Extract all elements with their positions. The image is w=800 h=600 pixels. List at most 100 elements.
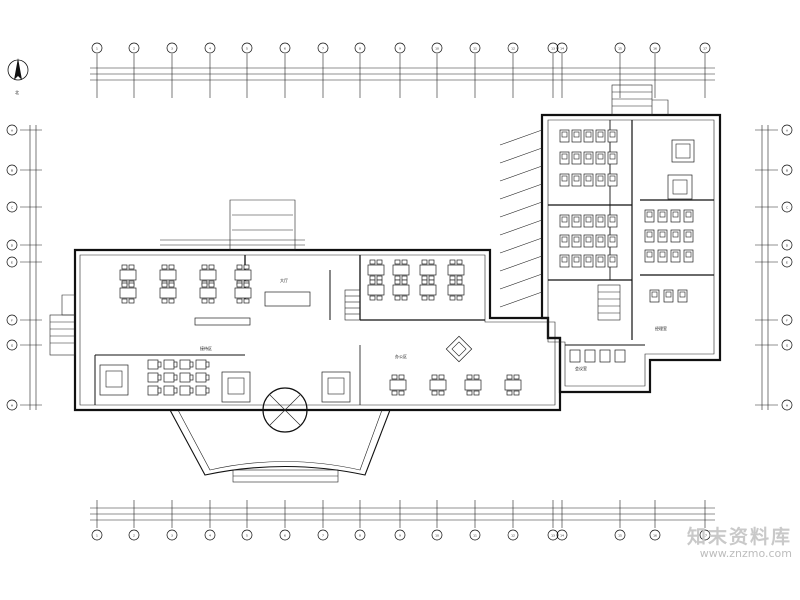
svg-text:9: 9 xyxy=(399,46,401,50)
workstation xyxy=(644,229,655,243)
workstation xyxy=(595,254,606,268)
workstation xyxy=(559,214,570,228)
watermark: 知末资料库 www.znzmo.com xyxy=(642,522,792,560)
desk-cluster xyxy=(389,374,407,396)
desk-cluster xyxy=(159,264,177,286)
watermark-url: www.znzmo.com xyxy=(699,547,792,560)
room-label-reception: 接待区 xyxy=(200,345,212,351)
desk-cluster xyxy=(119,282,137,304)
grid-axis-right-C: C xyxy=(781,201,793,213)
grid-axis-bottom-9: 9 xyxy=(394,529,406,541)
room-label-meeting: 会议室 xyxy=(575,365,587,371)
workstation xyxy=(670,209,681,223)
workstation xyxy=(147,385,162,396)
svg-text:6: 6 xyxy=(284,46,286,50)
workstation xyxy=(649,289,660,303)
svg-text:6: 6 xyxy=(284,533,286,537)
svg-text:1: 1 xyxy=(96,533,98,537)
svg-text:H: H xyxy=(11,403,13,407)
workstation xyxy=(607,173,618,187)
workstation xyxy=(195,372,210,383)
room-label-lobby: 大厅 xyxy=(280,277,288,283)
workstation xyxy=(595,173,606,187)
workstation xyxy=(607,129,618,143)
workstation xyxy=(571,151,582,165)
grid-axis-right-A: A xyxy=(781,124,793,136)
grid-axis-bottom-10: 10 xyxy=(431,529,443,541)
svg-text:3: 3 xyxy=(171,533,173,537)
svg-text:A: A xyxy=(11,128,14,132)
grid-axis-bottom-16: 16 xyxy=(649,529,661,541)
workstation xyxy=(147,359,162,370)
fixture xyxy=(599,349,611,363)
workstation xyxy=(644,209,655,223)
grid-axis-top-13: 13 xyxy=(547,42,559,54)
workstation xyxy=(163,372,178,383)
grid-axis-bottom-4: 4 xyxy=(204,529,216,541)
desk-cluster xyxy=(447,259,465,281)
grid-axis-top-9: 9 xyxy=(394,42,406,54)
workstation xyxy=(607,151,618,165)
workstation xyxy=(163,359,178,370)
workstation xyxy=(147,372,162,383)
grid-axis-top-12: 12 xyxy=(507,42,519,54)
svg-text:B: B xyxy=(11,168,13,172)
grid-axis-left-C: C xyxy=(6,201,18,213)
desk-cluster xyxy=(447,279,465,301)
workstation xyxy=(559,129,570,143)
svg-text:16: 16 xyxy=(653,533,657,537)
workstation xyxy=(607,234,618,248)
east-wing: 会议室 经理室 xyxy=(499,84,722,394)
workstation xyxy=(163,385,178,396)
workstation xyxy=(571,234,582,248)
svg-text:11: 11 xyxy=(473,46,477,50)
grid-axis-top-3: 3 xyxy=(166,42,178,54)
fixture xyxy=(584,349,596,363)
svg-text:B: B xyxy=(786,168,788,172)
workstation xyxy=(571,173,582,187)
svg-text:4: 4 xyxy=(209,533,211,537)
desk-cluster xyxy=(367,259,385,281)
workstation xyxy=(677,289,688,303)
workstation xyxy=(179,359,194,370)
grid-axis-left-E: E xyxy=(6,256,18,268)
desk-cluster xyxy=(234,264,252,286)
grid-axis-right-H: H xyxy=(781,399,793,411)
desk-cluster xyxy=(504,374,522,396)
svg-text:5: 5 xyxy=(246,46,248,50)
svg-text:E: E xyxy=(11,260,13,264)
grid-axis-right-F: F xyxy=(781,314,793,326)
workstation xyxy=(583,173,594,187)
grid-axis-top-4: 4 xyxy=(204,42,216,54)
grid-axis-right-E: E xyxy=(781,256,793,268)
north-label: 北 xyxy=(15,89,19,95)
workstation xyxy=(663,289,674,303)
svg-text:10: 10 xyxy=(435,46,439,50)
desk-cluster xyxy=(119,264,137,286)
svg-text:F: F xyxy=(786,318,788,322)
desk-cluster xyxy=(392,279,410,301)
svg-text:15: 15 xyxy=(618,46,622,50)
workstation xyxy=(595,151,606,165)
svg-text:15: 15 xyxy=(618,533,622,537)
svg-text:D: D xyxy=(11,243,14,247)
grid-axis-top-2: 2 xyxy=(128,42,140,54)
grid-axis-top-17: 17 xyxy=(699,42,711,54)
svg-text:12: 12 xyxy=(511,533,515,537)
grid-axis-right-B: B xyxy=(781,164,793,176)
svg-text:11: 11 xyxy=(473,533,477,537)
svg-text:8: 8 xyxy=(359,46,361,50)
svg-text:14: 14 xyxy=(560,533,564,537)
svg-text:2: 2 xyxy=(133,533,135,537)
room-label-office: 办公区 xyxy=(395,353,407,359)
grid-axis-top-1: 1 xyxy=(91,42,103,54)
grid-axis-bottom-3: 3 xyxy=(166,529,178,541)
svg-text:H: H xyxy=(786,403,788,407)
room-label-manager: 经理室 xyxy=(655,325,667,331)
main-building: 接待区 大厅 办公区 xyxy=(49,199,562,483)
grid-axis-left-A: A xyxy=(6,124,18,136)
workstation xyxy=(571,129,582,143)
fixture xyxy=(614,349,626,363)
svg-text:16: 16 xyxy=(653,46,657,50)
